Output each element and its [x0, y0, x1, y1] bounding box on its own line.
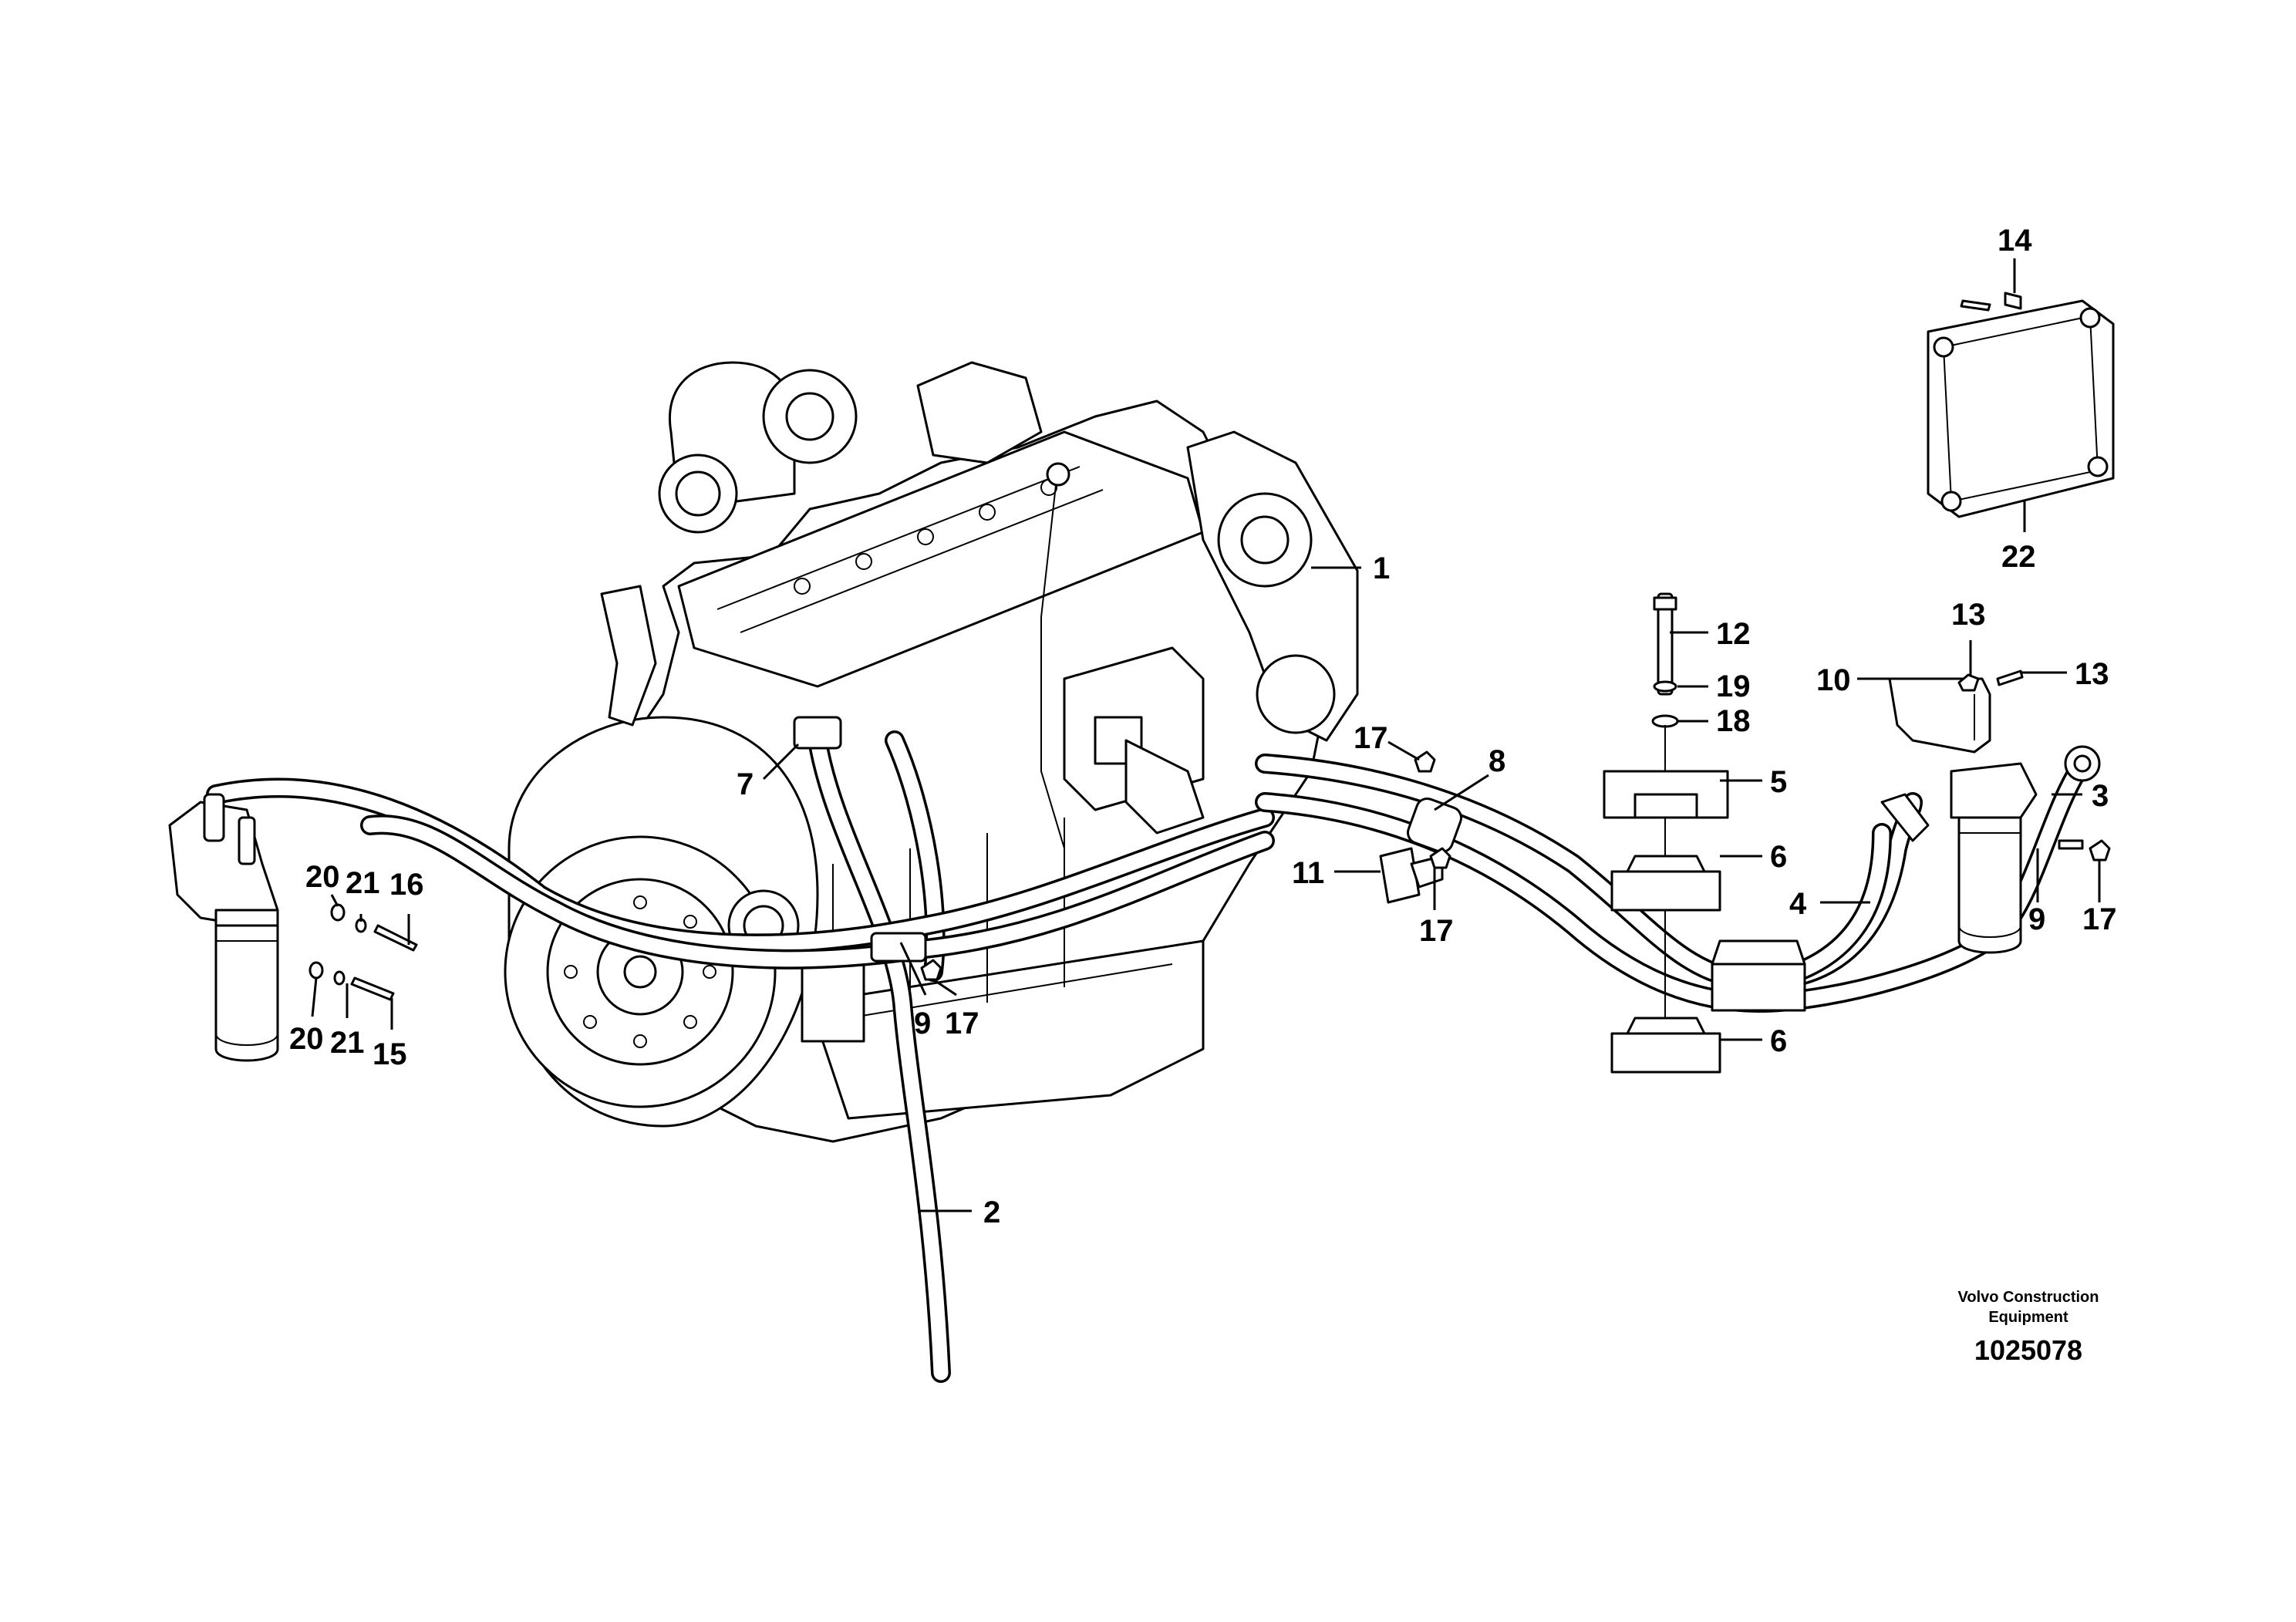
caption-company-line2: Equipment: [1988, 1309, 2068, 1326]
callout-1: 1: [1373, 551, 1390, 585]
callout-17: 17: [1419, 914, 1454, 948]
leader-lines: [311, 258, 2101, 1212]
callout-11: 11: [1292, 856, 1324, 890]
callout-15: 15: [373, 1037, 407, 1071]
callout-2: 2: [983, 1195, 1000, 1229]
caption-block: Volvo Construction Equipment 1025078: [1958, 1289, 2099, 1366]
callout-7: 7: [737, 767, 754, 801]
clamp-9-left: [870, 932, 927, 963]
callout-12: 12: [1716, 617, 1751, 651]
callout-14: 14: [1998, 224, 2032, 258]
callout-9: 9: [914, 1007, 931, 1040]
callout-4: 4: [1789, 887, 1807, 921]
callout-21: 21: [346, 866, 380, 900]
callout-20: 20: [289, 1022, 324, 1056]
callout-5: 5: [1770, 765, 1787, 799]
callout-6: 6: [1770, 1024, 1787, 1058]
small-bolts: [920, 299, 2111, 981]
callout-19: 19: [1716, 669, 1751, 703]
callout-10: 10: [1816, 663, 1851, 697]
callout-16: 16: [389, 868, 424, 902]
callout-8: 8: [1489, 744, 1505, 778]
left-hardware: [308, 903, 418, 1001]
bracket-10: [1888, 677, 1991, 754]
callout-21: 21: [330, 1026, 365, 1060]
callout-13: 13: [1951, 598, 1986, 632]
cover-plate-22: [1927, 292, 2115, 518]
callout-13: 13: [2075, 657, 2109, 691]
clamp-stack: [1603, 592, 1729, 1074]
callout-22: 22: [2001, 540, 2036, 574]
callout-17: 17: [945, 1007, 979, 1040]
right-filter-assembly: [1880, 745, 2101, 954]
callout-3: 3: [2092, 779, 2109, 813]
clamp-7: [793, 716, 842, 750]
caption-company-line1: Volvo Construction: [1958, 1289, 2099, 1306]
left-filter-assembly: [168, 793, 279, 1062]
callout-6: 6: [1770, 840, 1787, 874]
callout-17: 17: [1354, 721, 1388, 755]
callout-18: 18: [1716, 704, 1751, 738]
callout-9: 9: [2028, 902, 2045, 936]
callout-17: 17: [2082, 902, 2117, 936]
callouts: 1 2 3 4 5 6 6 7 8 9 9 10 11 12 13 13 14 …: [289, 224, 2117, 1229]
engine-assembly: [504, 361, 1359, 1143]
caption-drawing-number: 1025078: [1974, 1334, 2082, 1366]
clamp-6-block: [1711, 939, 1806, 1012]
callout-20: 20: [305, 860, 340, 894]
